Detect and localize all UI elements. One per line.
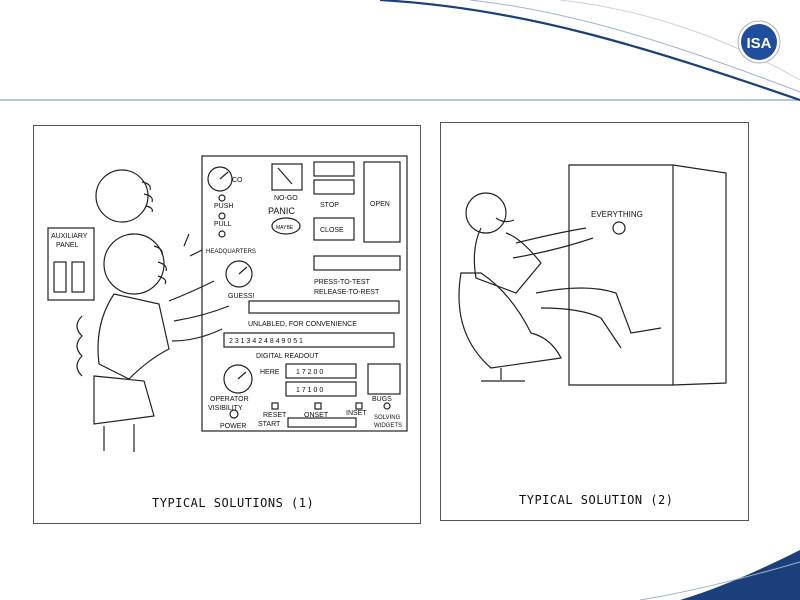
label-visibility: VISIBILITY	[208, 405, 243, 412]
header-swoosh-decoration	[0, 0, 800, 102]
label-digital-readout: DIGITAL READOUT	[256, 353, 319, 360]
label-guess: GUESS!	[228, 293, 255, 300]
label-solving: SOLVING	[374, 415, 401, 421]
label-bugs: BUGS	[372, 396, 392, 403]
label-open: OPEN	[370, 201, 390, 208]
caption-typical-solution-2: TYPICAL SOLUTION (2)	[519, 493, 674, 507]
label-pull: PULL	[214, 221, 232, 228]
label-push: PUSH	[214, 203, 233, 210]
label-onset: ONSET	[304, 412, 329, 419]
readout-1: 1 7 2 0 0	[296, 369, 323, 376]
label-press-to-test: PRESS-TO-TEST	[314, 279, 371, 286]
label-unlabled-for-convenience: UNLABLED, FOR CONVENIENCE	[248, 321, 357, 328]
label-release-to-rest: RELEASE-TO-REST	[314, 289, 380, 296]
label-everything: EVERYTHING	[591, 210, 643, 219]
footer-swoosh-decoration	[640, 550, 800, 600]
label-no-go: NO-GO	[274, 195, 298, 202]
label-reset: RESET	[263, 412, 287, 419]
cartoon-typical-solutions-1: AUXILIARY PANEL CO NO-GO PUSH PANIC STOP…	[33, 125, 421, 524]
label-co: CO	[232, 177, 243, 184]
label-operator: OPERATOR	[210, 396, 249, 403]
label-start: START	[258, 421, 281, 428]
label-digit-row: 2 3 1 3 4 2 4 8 4 9 0 5 1	[229, 338, 303, 345]
isa-logo: ISA	[737, 20, 781, 64]
label-auxiliary: AUXILIARY	[51, 233, 88, 240]
single-button-drawing: EVERYTHING	[458, 164, 727, 386]
everything-button	[612, 221, 626, 235]
label-here: HERE	[260, 369, 280, 376]
label-panic: PANIC	[268, 206, 295, 216]
control-panel-drawing: AUXILIARY PANEL CO NO-GO PUSH PANIC STOP…	[47, 155, 408, 452]
label-stop: STOP	[320, 202, 339, 209]
label-maybe: MAYBE	[276, 225, 294, 231]
cartoon-typical-solution-2: EVERYTHING TYPICAL SOLUTION (2)	[440, 122, 749, 521]
caption-typical-solutions-1: TYPICAL SOLUTIONS (1)	[152, 496, 315, 510]
label-headquarters: HEADQUARTERS	[206, 249, 256, 255]
label-power: POWER	[220, 423, 246, 430]
label-inset: INSET	[346, 410, 367, 417]
label-panel: PANEL	[56, 242, 79, 249]
label-close: CLOSE	[320, 227, 344, 234]
isa-logo-text: ISA	[746, 35, 771, 52]
label-widgets: WIDGETS	[374, 423, 402, 429]
readout-2: 1 7 1 0 0	[296, 387, 323, 394]
